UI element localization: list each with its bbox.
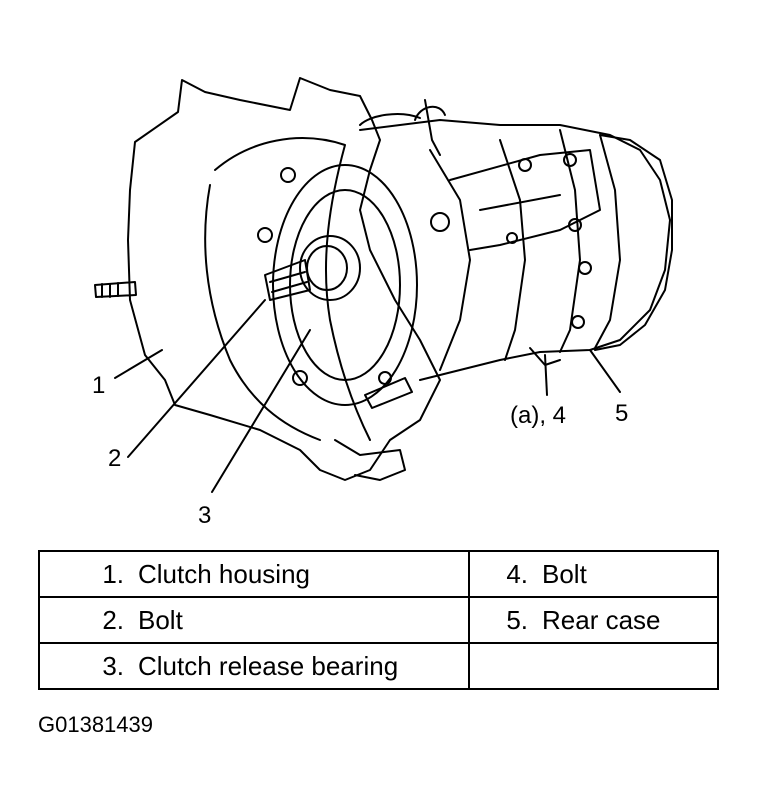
legend-number: 1.: [102, 558, 124, 589]
callout-1: 1: [92, 372, 106, 399]
legend-cell: 3. Clutch release bearing: [38, 642, 470, 690]
callout-5: 5: [615, 400, 629, 427]
leader-3: [211, 329, 311, 493]
legend-cell: 5. Rear case: [468, 596, 719, 644]
legend-label: Clutch release bearing: [138, 650, 399, 681]
callout-4: (a), 4: [510, 402, 567, 429]
leader-2: [127, 299, 266, 458]
legend-table: 1. Clutch housing 4. Bolt 2. Bolt 5. Rear ca…: [38, 550, 719, 690]
callout-2: 2: [108, 445, 122, 472]
legend-label: Bolt: [138, 604, 183, 635]
rear-case: [594, 134, 673, 351]
release-bearing: [299, 235, 361, 301]
legend-number: 2.: [102, 604, 124, 635]
legend-label: Rear case: [542, 604, 661, 635]
figure-id: G01381439: [38, 712, 153, 737]
leader-1: [114, 349, 163, 379]
legend-number: 3.: [102, 650, 124, 681]
transmission-illustration: [94, 77, 673, 493]
legend-cell: [468, 642, 719, 690]
main-case: [359, 119, 671, 381]
legend-row: 3. Clutch release bearing: [38, 642, 719, 690]
legend-cell: 1. Clutch housing: [38, 550, 470, 598]
legend-row: 2. Bolt 5. Rear case: [38, 596, 719, 644]
leader-5: [589, 349, 621, 393]
callout-3: 3: [198, 502, 212, 529]
clutch-housing-outline: [127, 77, 441, 481]
input-shaft: [264, 259, 311, 301]
legend-number: 4.: [506, 558, 528, 589]
legend-label: Clutch housing: [138, 558, 310, 589]
legend-cell: 4. Bolt: [468, 550, 719, 598]
legend-row: 1. Clutch housing 4. Bolt: [38, 550, 719, 598]
leader-4: [544, 354, 548, 396]
front-face: [272, 164, 418, 406]
legend-number: 5.: [506, 604, 528, 635]
legend-cell: 2. Bolt: [38, 596, 470, 644]
legend-label: Bolt: [542, 558, 587, 589]
